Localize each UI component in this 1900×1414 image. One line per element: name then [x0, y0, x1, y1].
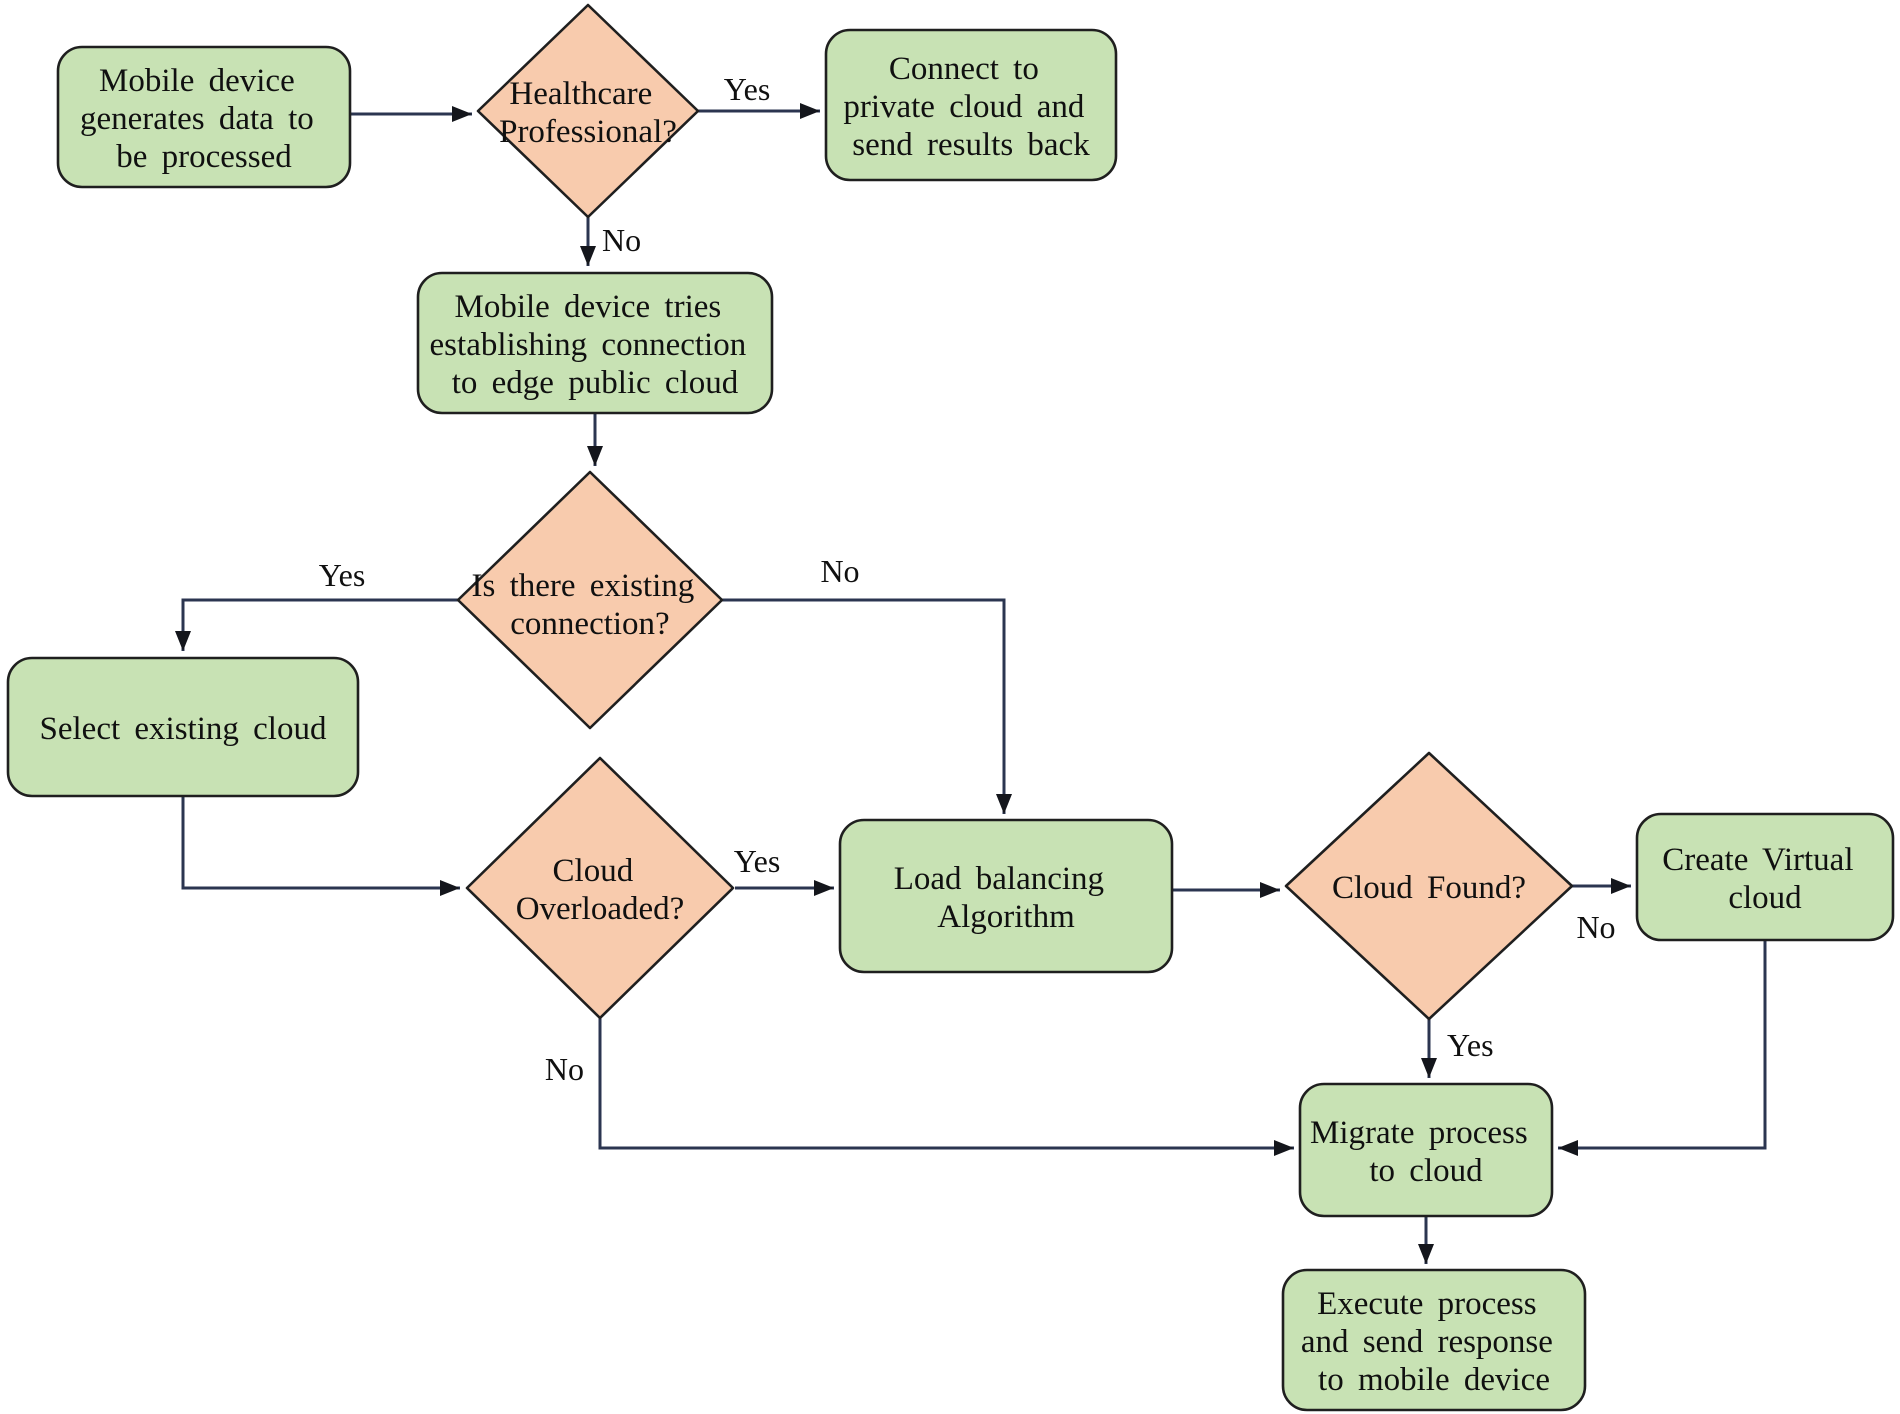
edge-existingconn-no-to-loadbalancing: [722, 598, 1012, 814]
edge-label-existingconn-no: No: [820, 553, 859, 589]
node-select-existing-cloud: Select existing cloud: [6, 656, 360, 798]
node-existing-connection: Is there existing connection?: [456, 470, 724, 730]
edge-label-cloudfound-yes: Yes: [1447, 1027, 1494, 1063]
node-healthcare-professional: Healthcare Professional?: [476, 3, 700, 219]
node-text: Cloud Found?: [1332, 870, 1526, 906]
text-line: Algorithm: [937, 899, 1075, 935]
edge-label-overloaded-no: No: [545, 1051, 584, 1087]
text-line: private cloud and: [843, 89, 1085, 125]
process-box: [838, 818, 1174, 974]
text-line: Cloud: [553, 853, 634, 889]
text-line: generates data to: [80, 101, 314, 137]
node-cloud-found: Cloud Found?: [1284, 751, 1574, 1021]
text-line: to edge public cloud: [452, 365, 739, 401]
node-text: Connect to private cloud and send result…: [843, 51, 1098, 163]
node-cloud-overloaded: Cloud Overloaded?: [465, 756, 735, 1020]
text-line: Migrate process: [1310, 1115, 1528, 1151]
text-line: Load balancing: [894, 861, 1104, 897]
edge-label-healthcare-no: No: [602, 222, 641, 258]
node-migrate-process: Migrate process to cloud: [1298, 1082, 1554, 1218]
node-text: Mobile device generates data to be proce…: [80, 63, 328, 175]
process-box: [1635, 812, 1895, 942]
text-line: Select existing cloud: [40, 711, 327, 747]
text-line: Mobile device: [99, 63, 295, 99]
edge-existingconn-yes-to-select: [175, 598, 458, 651]
process-box: [6, 656, 360, 798]
text-line: Cloud Found?: [1332, 870, 1526, 906]
text-line: and send response: [1301, 1324, 1553, 1360]
edge-label-healthcare-yes: Yes: [724, 71, 771, 107]
text-line: Execute process: [1317, 1286, 1537, 1322]
text-line: be processed: [116, 139, 292, 175]
text-line: to mobile device: [1318, 1362, 1550, 1398]
node-text: Is there existing connection?: [471, 568, 708, 642]
node-text: Healthcare Professional?: [499, 76, 677, 150]
edge-overloaded-no-to-migrate: [598, 1018, 1294, 1156]
text-line: connection?: [510, 606, 669, 642]
node-text: Mobile device tries establishing connect…: [430, 289, 761, 401]
edge-label-overloaded-yes: Yes: [734, 843, 781, 879]
text-line: Overloaded?: [516, 891, 685, 927]
node-execute-process: Execute process and send response to mob…: [1281, 1268, 1587, 1412]
node-connect-private-cloud: Connect to private cloud and send result…: [824, 28, 1118, 182]
process-box: [56, 45, 352, 189]
process-box: [1298, 1082, 1554, 1218]
text-line: Professional?: [499, 114, 677, 150]
node-text: Execute process and send response to mob…: [1301, 1286, 1567, 1398]
text-line: to cloud: [1369, 1153, 1483, 1189]
node-text: Cloud Overloaded?: [516, 853, 685, 927]
decision-diamond: [465, 756, 735, 1020]
decision-diamond: [1284, 751, 1574, 1021]
node-generate-data: Mobile device generates data to be proce…: [56, 45, 352, 189]
node-try-edge-connection: Mobile device tries establishing connect…: [416, 271, 774, 415]
text-line: establishing connection: [430, 327, 747, 363]
process-box: [824, 28, 1118, 182]
text-line: Healthcare: [509, 76, 652, 112]
edge-createvirtual-to-migrate: [1558, 940, 1767, 1156]
text-line: cloud: [1728, 880, 1802, 916]
process-box: [1281, 1268, 1587, 1412]
edge-label-cloudfound-no: No: [1576, 909, 1615, 945]
text-line: Create Virtual: [1662, 842, 1853, 878]
node-text: Load balancing Algorithm: [894, 861, 1119, 935]
decision-diamond: [456, 470, 724, 730]
edge-select-to-overloaded: [181, 796, 460, 896]
text-line: send results back: [852, 127, 1090, 163]
node-text: Select existing cloud: [40, 711, 327, 747]
text-line: Is there existing: [471, 568, 694, 604]
node-text: Create Virtual cloud: [1662, 842, 1868, 916]
process-box: [416, 271, 774, 415]
text-line: Connect to: [889, 51, 1039, 87]
node-load-balancing: Load balancing Algorithm: [838, 818, 1174, 974]
node-create-virtual-cloud: Create Virtual cloud: [1635, 812, 1895, 942]
text-line: Mobile device tries: [454, 289, 721, 325]
node-text: Migrate process to cloud: [1310, 1115, 1542, 1189]
edge-label-existingconn-yes: Yes: [319, 557, 366, 593]
decision-diamond: [476, 3, 700, 219]
